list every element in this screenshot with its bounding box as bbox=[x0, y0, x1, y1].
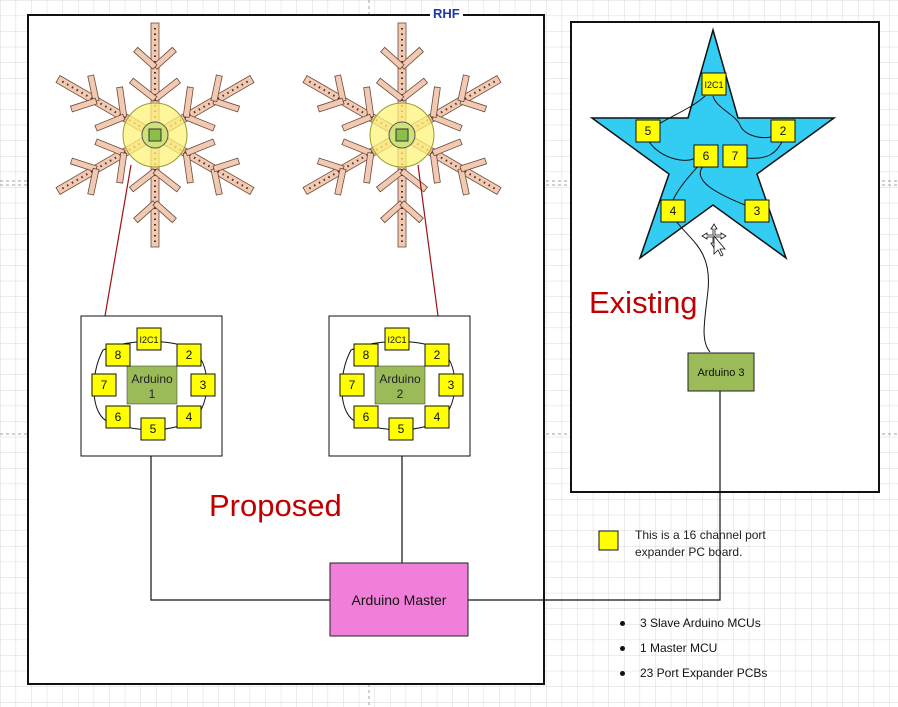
port-expander-label: 8 bbox=[363, 348, 370, 362]
port-expander-2: 2 bbox=[770, 119, 796, 143]
arduino-board-label: Arduino bbox=[379, 372, 421, 386]
legend-swatch bbox=[598, 530, 619, 551]
note-item: 1 Master MCU bbox=[620, 638, 767, 663]
notes-list: 3 Slave Arduino MCUs 1 Master MCU 23 Por… bbox=[620, 613, 767, 688]
port-expander-label: 7 bbox=[349, 378, 356, 392]
port-expander-label: 3 bbox=[448, 378, 455, 392]
arduino-master-box bbox=[329, 562, 469, 637]
port-expander-4: 4 bbox=[424, 405, 450, 429]
port-expander-4: 4 bbox=[176, 405, 202, 429]
port-expander-3: 3 bbox=[190, 373, 216, 397]
port-expander-2: 2 bbox=[176, 343, 202, 367]
port-expander-4: 4 bbox=[660, 199, 686, 223]
arduino-master-label: Arduino Master bbox=[352, 592, 447, 608]
note-item: 23 Port Expander PCBs bbox=[620, 663, 767, 688]
port-expander-label: 6 bbox=[703, 149, 710, 163]
port-expander-6: 6 bbox=[353, 405, 379, 429]
port-expander-5: 5 bbox=[635, 119, 661, 143]
arduino-board-label: 2 bbox=[397, 387, 404, 401]
arduino-board-label: Arduino bbox=[131, 372, 173, 386]
port-expander-label: 8 bbox=[115, 348, 122, 362]
port-expander-label: 7 bbox=[101, 378, 108, 392]
port-expander-5: 5 bbox=[140, 417, 166, 441]
existing-title: Existing bbox=[589, 285, 698, 320]
legend-text: This is a 16 channel port expander PC bo… bbox=[635, 528, 766, 559]
note-item: 3 Slave Arduino MCUs bbox=[620, 613, 767, 638]
port-expander-label: 2 bbox=[434, 348, 441, 362]
port-expander-label: 5 bbox=[398, 422, 405, 436]
port-expander-5: 5 bbox=[388, 417, 414, 441]
port-expander-8: 8 bbox=[105, 343, 131, 367]
port-expander-3: 3 bbox=[438, 373, 464, 397]
port-expander-3: 3 bbox=[744, 199, 770, 223]
port-expander-6: 6 bbox=[693, 144, 719, 168]
port-expander-label: 4 bbox=[186, 410, 193, 424]
port-expander-label: 5 bbox=[150, 422, 157, 436]
arduino-3-label: Arduino 3 bbox=[697, 367, 744, 379]
move-cursor-icon bbox=[701, 223, 727, 257]
port-expander-8: 8 bbox=[353, 343, 379, 367]
port-expander-label: 6 bbox=[363, 410, 370, 424]
star-expanders: I2C1 2 3 4 5 6 7 bbox=[635, 72, 796, 223]
arduino-3-box bbox=[687, 352, 755, 392]
port-expander-label: I2C1 bbox=[387, 335, 406, 345]
arduino-board-label: 1 bbox=[149, 387, 156, 401]
port-expander-label: 3 bbox=[754, 204, 761, 218]
port-expander-label: 5 bbox=[645, 124, 652, 138]
port-expander-label: 4 bbox=[670, 204, 677, 218]
port-expander-2: 2 bbox=[424, 343, 450, 367]
port-expander-6: 6 bbox=[105, 405, 131, 429]
star-shape bbox=[589, 27, 837, 261]
port-expander-label: 7 bbox=[732, 149, 739, 163]
port-expander-i2c1: I2C1 bbox=[384, 327, 410, 351]
port-expander-label: 2 bbox=[186, 348, 193, 362]
proposed-title: Proposed bbox=[209, 488, 342, 523]
port-expander-label: I2C1 bbox=[704, 80, 723, 90]
port-expander-label: 6 bbox=[115, 410, 122, 424]
port-expander-i2c1: I2C1 bbox=[701, 72, 727, 96]
port-expander-label: 3 bbox=[200, 378, 207, 392]
watermark-label: RHF bbox=[430, 6, 463, 21]
port-expander-7: 7 bbox=[339, 373, 365, 397]
port-expander-7: 7 bbox=[722, 144, 748, 168]
port-expander-i2c1: I2C1 bbox=[136, 327, 162, 351]
port-expander-label: 4 bbox=[434, 410, 441, 424]
port-expander-label: I2C1 bbox=[139, 335, 158, 345]
port-expander-7: 7 bbox=[91, 373, 117, 397]
port-expander-label: 2 bbox=[780, 124, 787, 138]
